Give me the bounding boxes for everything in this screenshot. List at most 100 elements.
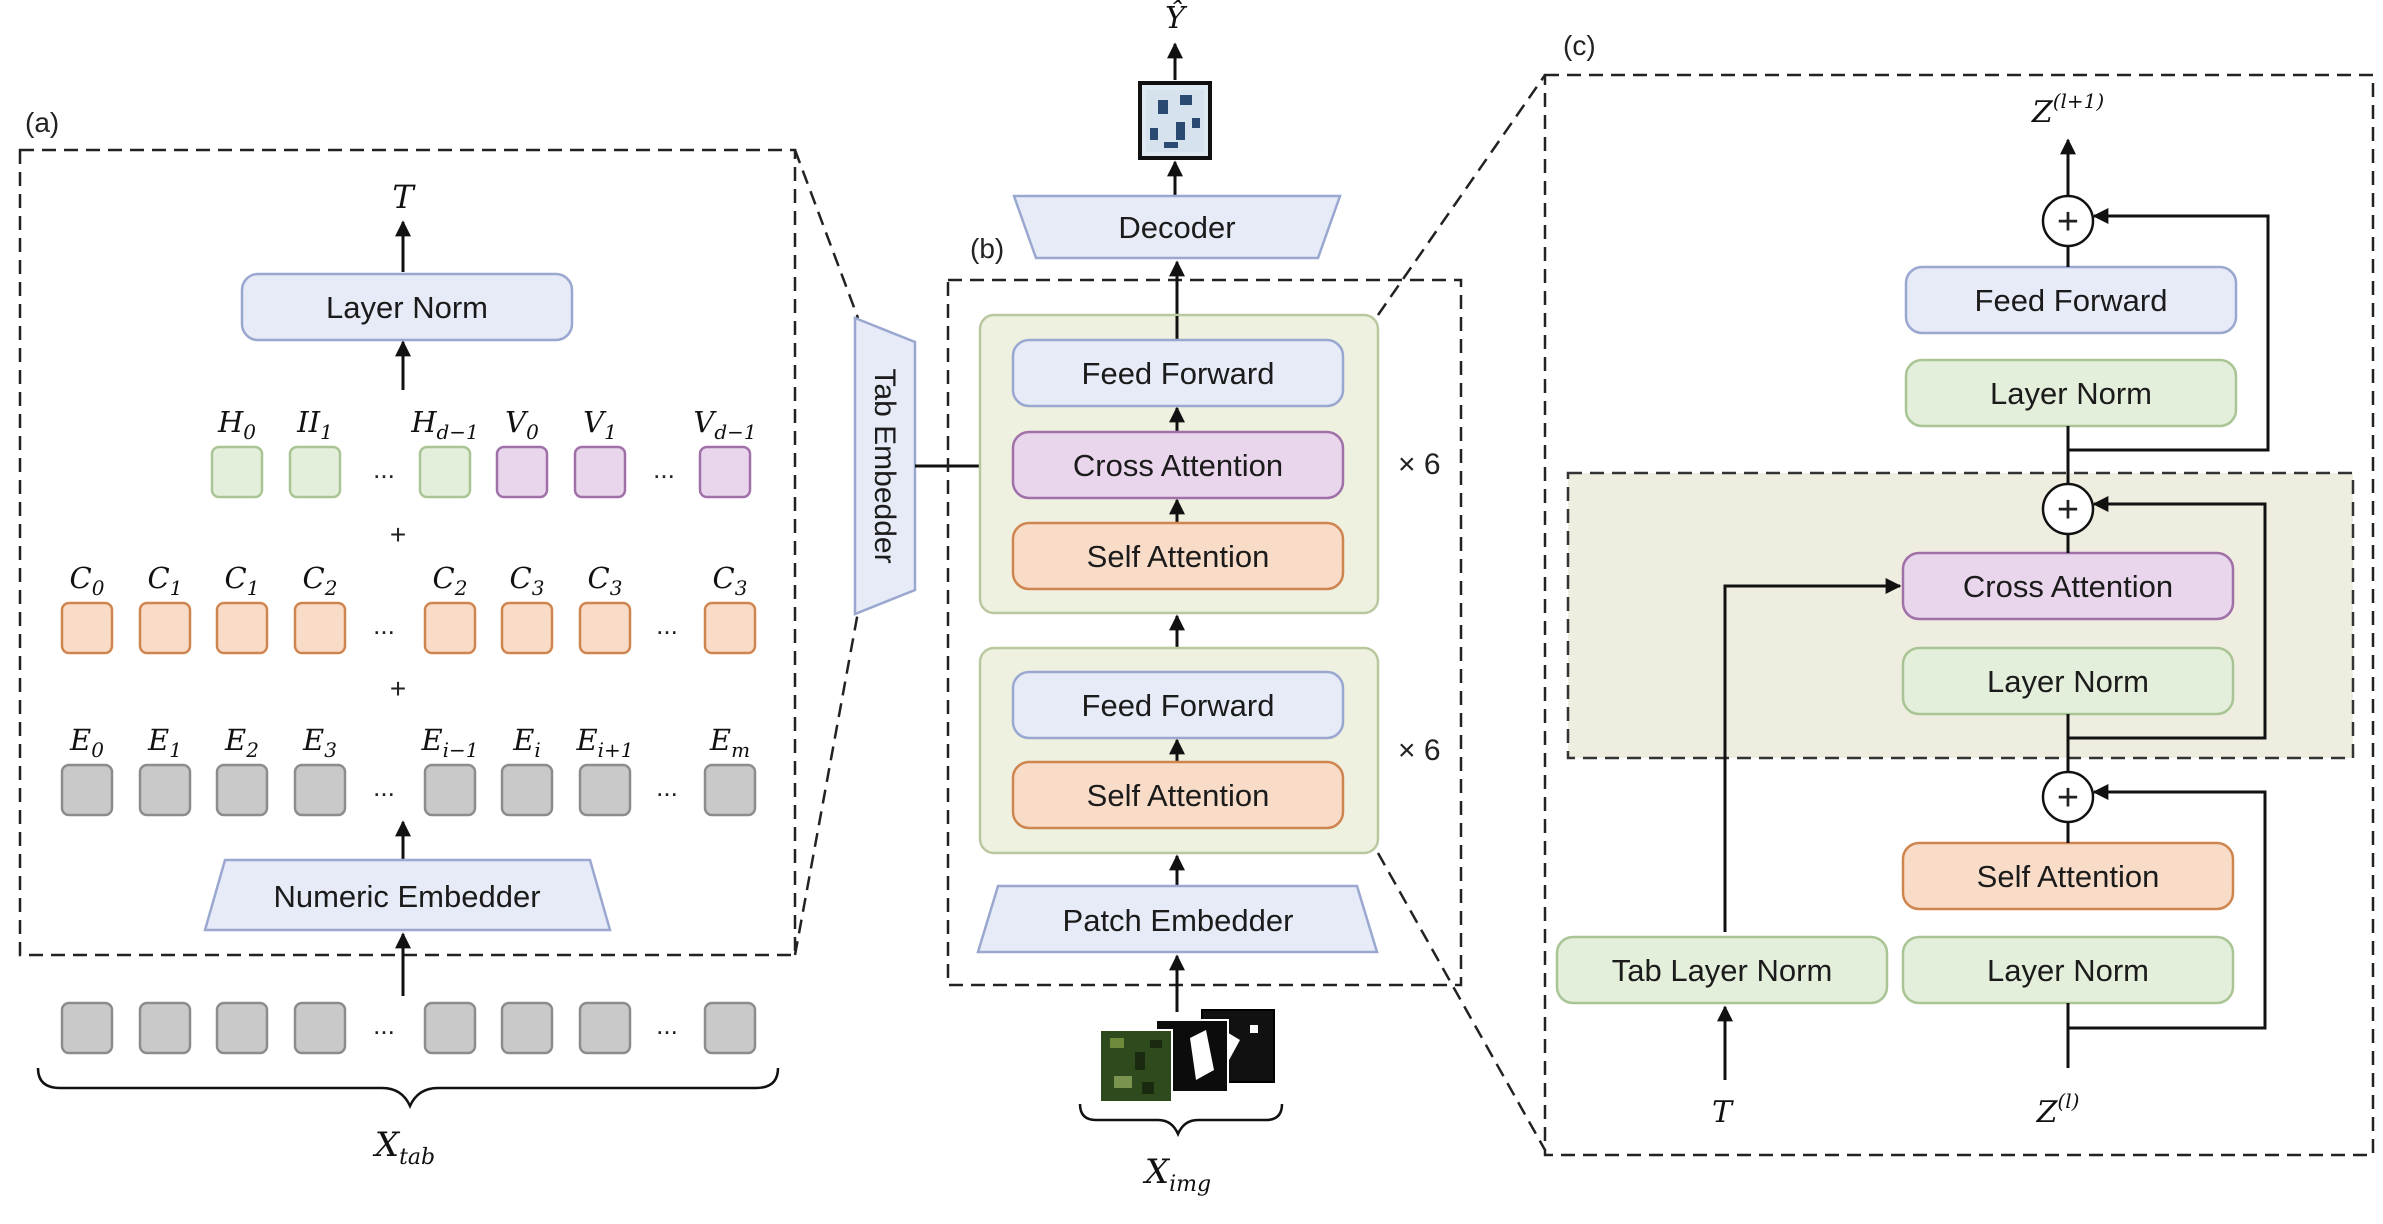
input-images [1099, 1009, 1275, 1103]
zoom-line-a-bottom [793, 611, 860, 956]
img-input-brace [1078, 1103, 1284, 1138]
c-token-label: C3 [713, 561, 748, 600]
right-layer-norm-bottom-label: Layer Norm [1987, 953, 2149, 988]
residual-path-3 [2068, 784, 2267, 1030]
right-layer-norm-top-label: Layer Norm [1990, 376, 2152, 411]
c-token-label: C1 [225, 561, 260, 600]
v-token [698, 445, 752, 499]
e-token [138, 763, 192, 817]
input-token [60, 1001, 114, 1055]
input-brace [36, 1067, 780, 1110]
y-hat-label: Ŷ [1165, 0, 1188, 36]
x-img-label: Ximg [1142, 1152, 1211, 1197]
upper-repeat-label: × 6 [1398, 448, 1441, 481]
c-token-label: C2 [303, 561, 338, 600]
h-token-label: H0 [217, 405, 256, 444]
residual-path-2 [2068, 496, 2267, 740]
lower-self-attention-box [1011, 760, 1345, 830]
c-token [293, 601, 347, 655]
v-token [573, 445, 627, 499]
lower-feed-forward-box [1011, 670, 1345, 740]
c-token [60, 601, 114, 655]
e-token [423, 763, 477, 817]
c-token-label: C2 [433, 561, 468, 600]
residual-add-1-symbol: + [2057, 201, 2079, 243]
zoom-line-c-bottom [1376, 852, 1547, 1151]
h-token-label: Hd−1 [410, 405, 479, 444]
e-token-label: Ei [512, 723, 541, 762]
v-token-label: V0 [505, 405, 539, 444]
patch-embedder-label: Patch Embedder [1063, 903, 1294, 938]
input-token [423, 1001, 477, 1055]
input-token [578, 1001, 632, 1055]
c-token-label: C0 [70, 561, 105, 600]
c-token-label: C3 [510, 561, 545, 600]
left-output-label: T [392, 178, 416, 216]
tab-layer-norm-box [1555, 935, 1889, 1005]
e-token [500, 763, 554, 817]
decoder-shape [1012, 194, 1342, 260]
e-token-label: Em [709, 723, 750, 762]
v-row-ellipsis: ... [653, 454, 675, 484]
e-token [60, 763, 114, 817]
c-token [138, 601, 192, 655]
z-input-label: Z(l) [2036, 1089, 2080, 1130]
zoom-line-a-top [793, 149, 860, 319]
e-token [578, 763, 632, 817]
e-row-ellipsis-2: ... [656, 772, 678, 802]
numeric-embedder-label: Numeric Embedder [273, 879, 540, 914]
upper-self-attention-box [1011, 521, 1345, 591]
upper-cross-attention-box [1011, 430, 1345, 500]
input-row-ellipsis-1: ... [373, 1010, 395, 1040]
left-layer-norm-box [240, 272, 574, 342]
c-token [578, 601, 632, 655]
lower-repeat-label: × 6 [1398, 734, 1441, 767]
v-token-label: Vd−1 [693, 405, 756, 444]
tab-embedder-label: Tab Embedder [868, 368, 901, 563]
v-token [495, 445, 549, 499]
h-token [418, 445, 472, 499]
input-token [215, 1001, 269, 1055]
e-token [703, 763, 757, 817]
plus-sign-2: + [390, 673, 406, 704]
c-token-label: C3 [588, 561, 623, 600]
c-row-ellipsis-2: ... [656, 610, 678, 640]
tab-layer-norm-label: Tab Layer Norm [1612, 953, 1833, 988]
right-layer-norm-mid-label: Layer Norm [1987, 664, 2149, 699]
z-output-label: Z(l+1) [2031, 89, 2104, 130]
decoder-label: Decoder [1118, 210, 1235, 245]
residual-add-2-symbol: + [2057, 489, 2079, 531]
c-token [500, 601, 554, 655]
tab-embedder-shape [853, 316, 917, 616]
input-token [138, 1001, 192, 1055]
e-token-label: Ei−1 [420, 723, 478, 762]
tab-to-cross-path [1723, 578, 1902, 932]
output-image [1138, 81, 1212, 160]
c-row-ellipsis-1: ... [373, 610, 395, 640]
residual-path-1 [2068, 208, 2270, 452]
lower-self-attention-label: Self Attention [1087, 778, 1270, 813]
upper-self-attention-label: Self Attention [1087, 539, 1270, 574]
h-token-label: II1 [296, 405, 333, 444]
e-token [293, 763, 347, 817]
h-row-tokens: ...... [210, 445, 752, 499]
panel-b-frame [946, 278, 1463, 987]
input-token [500, 1001, 554, 1055]
e-row-tokens: ...... [60, 763, 757, 817]
c-token [703, 601, 757, 655]
right-feed-forward-label: Feed Forward [1975, 283, 2168, 318]
left-layer-norm-label: Layer Norm [326, 290, 488, 325]
panel-b-label: (b) [970, 233, 1004, 264]
e-row-ellipsis-1: ... [373, 772, 395, 802]
panel-c: (c) Z(l+1) + Feed Forward Layer Norm + C… [1543, 30, 2375, 1157]
right-feed-forward-box [1904, 265, 2238, 335]
upper-feed-forward-box [1011, 338, 1345, 408]
e-token-label: Ei+1 [575, 723, 633, 762]
input-row-tokens: ...... [60, 1001, 757, 1055]
v-token-label: V1 [583, 405, 617, 444]
panel-a-frame [18, 148, 797, 957]
patch-embedder-shape [976, 884, 1379, 954]
